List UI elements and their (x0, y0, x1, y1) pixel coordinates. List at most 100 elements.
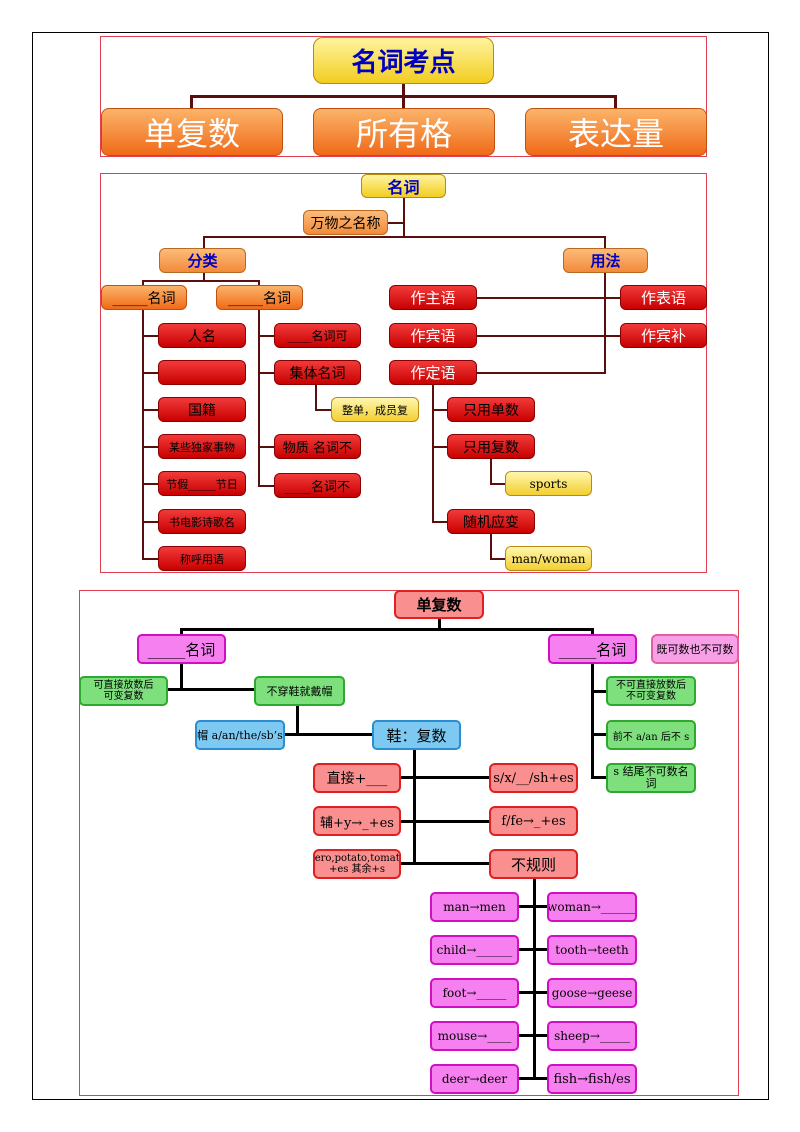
node-noun-root: 名词 (361, 174, 446, 198)
connector (432, 409, 448, 411)
node-collective-noun: 集体名词 (274, 360, 361, 385)
node-irregular-goose: goose→geese (547, 978, 637, 1008)
connector (387, 222, 404, 224)
node-hat: 帽 a/an/the/sb’s (195, 720, 285, 750)
connector (258, 280, 260, 286)
node-rule-consonant-y: 辅+y→_+es (313, 806, 401, 836)
node-irregular-fish: fish→fish/es (547, 1064, 637, 1094)
node-both: 既可数也不可数 (651, 634, 739, 664)
node-as-object-complement: 作宾补 (620, 323, 707, 348)
connector (432, 521, 448, 523)
node-countable: _____名词 (137, 634, 226, 664)
node-uncountable: _____名词 (548, 634, 637, 664)
connector (142, 446, 159, 448)
connector (142, 335, 159, 337)
node-usage: 用法 (563, 248, 648, 273)
connector (142, 280, 144, 286)
node-common-noun: _____名词 (216, 285, 303, 310)
connector (142, 372, 159, 374)
node-possessive: 所有格 (313, 108, 495, 156)
node-sports: sports (505, 471, 592, 496)
connector (284, 733, 374, 736)
connector (591, 776, 607, 779)
connector (142, 409, 159, 411)
node-man-woman: man/woman (505, 546, 592, 571)
node-classification: 分类 (159, 248, 246, 273)
connector (190, 95, 193, 109)
node-hat-rule: 不穿鞋就戴帽 (254, 676, 345, 706)
node-irregular-sheep: sheep→_____ (547, 1021, 637, 1051)
node-blank (158, 360, 246, 385)
node-irregular-tooth: tooth→teeth (547, 935, 637, 965)
connector (533, 877, 536, 1080)
connector (315, 409, 332, 411)
connector (402, 83, 405, 96)
node-forms-of-address: 称呼用语 (158, 546, 246, 571)
connector (402, 95, 405, 109)
connector (258, 372, 275, 374)
node-irregular-foot: foot→_____ (430, 978, 519, 1008)
connector (476, 297, 621, 299)
connector (142, 483, 159, 485)
node-irregular-man: man→men (430, 892, 519, 922)
connector (518, 1077, 548, 1080)
connector (518, 1034, 548, 1037)
node-plural: 单复数 (101, 108, 283, 156)
connector (403, 197, 405, 237)
connector (203, 236, 205, 249)
connector (490, 533, 492, 559)
connector (490, 458, 492, 484)
connector (142, 309, 144, 559)
node-flexible: 随机应变 (447, 509, 535, 534)
connector (400, 820, 490, 823)
connector (142, 280, 259, 282)
node-shoe-plural: 鞋：复数 (372, 720, 461, 750)
node-rule-f-fe: f/fe→_+es (489, 806, 578, 836)
node-as-attribute: 作定语 (389, 360, 477, 385)
connector (203, 272, 205, 281)
node-as-object: 作宾语 (389, 323, 477, 348)
connector (438, 618, 441, 630)
connector (518, 948, 548, 951)
node-rule-s-x-sh: s/x/__/sh+es (489, 763, 578, 793)
connector (258, 485, 275, 487)
node-abstract-noun: ____名词不 (274, 473, 361, 498)
connector (518, 991, 548, 994)
connector (432, 446, 448, 448)
connector (258, 335, 275, 337)
connector (142, 521, 159, 523)
connector (490, 483, 506, 485)
node-nationality: 国籍 (158, 397, 246, 422)
connector (180, 663, 183, 690)
node-singular-plural: 单复数 (394, 590, 484, 619)
connector (591, 663, 594, 779)
node-irregular-mouse: mouse→____ (430, 1021, 519, 1051)
connector (180, 628, 593, 631)
connector (591, 733, 607, 736)
connector (400, 862, 490, 865)
node-singular-only: 只用单数 (447, 397, 535, 422)
node-titles: 书电影诗歌名 (158, 509, 246, 534)
node-as-subject: 作主语 (389, 285, 477, 310)
connector (315, 384, 317, 410)
node-irregular-woman: woman→______ (547, 892, 637, 922)
connector (258, 309, 260, 486)
node-holidays: 节假_____节日 (158, 471, 246, 496)
connector (203, 236, 605, 238)
connector (604, 272, 606, 373)
node-irregular-deer: deer→deer (430, 1064, 519, 1094)
node-irregular-child: child→______ (430, 935, 519, 965)
connector (476, 335, 621, 337)
connector (518, 905, 548, 908)
connector (400, 776, 490, 779)
connector (591, 628, 594, 635)
node-collective-note: 整单，成员复 (331, 397, 419, 422)
node-as-predicative: 作表语 (620, 285, 707, 310)
connector (604, 236, 606, 249)
connector (413, 748, 416, 864)
node-proper-noun: _____名词 (101, 285, 187, 310)
connector (296, 705, 299, 736)
connector (614, 95, 617, 109)
connector (258, 446, 275, 448)
panel-1-frame (100, 36, 707, 157)
